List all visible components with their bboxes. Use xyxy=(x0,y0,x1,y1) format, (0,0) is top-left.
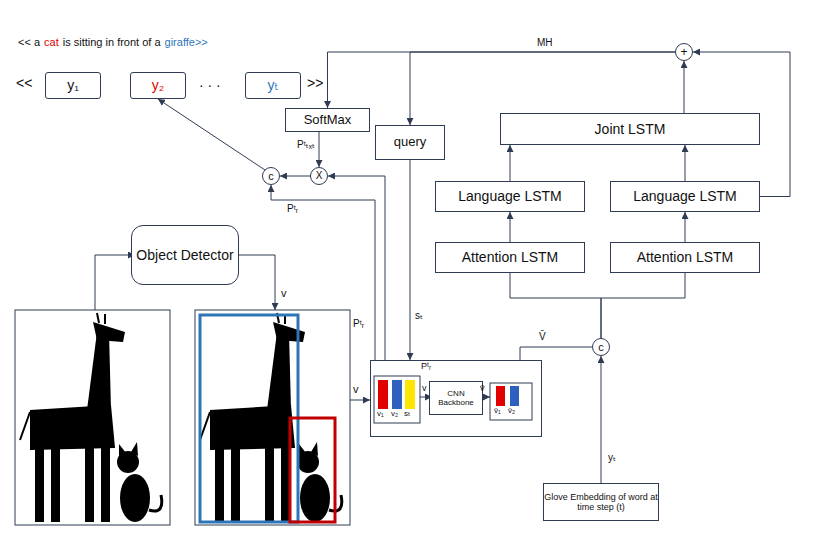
node-text: y₁ xyxy=(67,77,79,93)
feature-panel: PᵗᵣCNN Backbone xyxy=(370,360,542,437)
process-box: Glove Embedding of word at time step (t) xyxy=(543,483,659,521)
image-to-detector xyxy=(95,255,135,310)
node-text: Language LSTM xyxy=(633,188,737,204)
connector xyxy=(520,347,592,360)
caption-text: giraffe>> xyxy=(165,36,208,48)
connector xyxy=(319,132,320,167)
node-text: X xyxy=(316,171,323,181)
process-box: Joint LSTM xyxy=(500,113,760,145)
signal-label: v xyxy=(422,384,427,394)
operator-circle: + xyxy=(675,43,693,61)
feature-arrow xyxy=(420,397,432,398)
connector xyxy=(685,212,686,242)
connector xyxy=(410,160,411,360)
edge-label: sₜ xyxy=(414,310,424,321)
process-box: Language LSTM xyxy=(435,181,585,212)
connector xyxy=(280,176,310,177)
connector xyxy=(510,273,601,338)
giraffe-bbox xyxy=(200,315,298,522)
operator-circle: c xyxy=(262,167,280,185)
process-box: CNN Backbone xyxy=(429,381,483,415)
process-box: y₂ xyxy=(130,72,186,99)
edge-label: MH xyxy=(536,37,554,48)
feature-arrow xyxy=(478,397,490,398)
caption-row: << a cat is sitting in front of a giraffe>> xyxy=(18,36,208,48)
feature-bar xyxy=(378,380,388,409)
node-text: CNN Backbone xyxy=(430,389,482,407)
signal-label: v xyxy=(353,383,359,395)
panel-heading: Pᵗᵣ xyxy=(421,361,431,371)
node-text: y₂ xyxy=(152,77,164,93)
signal-label: << xyxy=(16,76,32,91)
node-text: Glove Embedding of word at time step (t) xyxy=(544,492,658,513)
signal-label: · · · xyxy=(199,78,221,93)
connector xyxy=(510,145,511,181)
connector xyxy=(410,52,675,125)
signal-label: v₁ xyxy=(377,410,384,419)
node-text: + xyxy=(680,46,687,58)
signal-label: >> xyxy=(307,76,323,91)
feature-stack xyxy=(374,376,420,423)
operator-circle: c xyxy=(592,338,610,356)
process-box: yₜ xyxy=(245,72,301,99)
connector xyxy=(271,185,375,360)
feature-bar xyxy=(405,380,415,409)
node-text: yₜ xyxy=(267,77,278,93)
input-image xyxy=(15,310,170,525)
feature-bar xyxy=(510,386,519,406)
process-box: query xyxy=(375,125,445,160)
connector xyxy=(510,212,511,242)
node-text: query xyxy=(394,135,427,150)
edge-label: Pᵗᵣ xyxy=(352,318,365,329)
edge-label: V̄ xyxy=(538,331,547,342)
connector xyxy=(158,99,265,170)
regions-to-panel xyxy=(350,400,370,401)
node-text: Language LSTM xyxy=(458,188,562,204)
connector xyxy=(601,273,685,338)
node-text: Object Detector xyxy=(136,247,233,263)
connector xyxy=(685,145,686,181)
node-text: c xyxy=(268,171,274,182)
connector xyxy=(601,356,602,483)
edge-label: yₜ xyxy=(607,452,617,463)
connector xyxy=(328,176,385,360)
process-box: Language LSTM xyxy=(610,181,760,212)
caption-text: is sitting in front of a xyxy=(63,36,161,48)
output-stack xyxy=(490,383,532,420)
operator-circle: X xyxy=(310,167,328,185)
signal-label: v xyxy=(281,287,287,299)
process-box: Attention LSTM xyxy=(435,242,585,273)
node-text: c xyxy=(598,342,604,353)
feature-bar xyxy=(496,386,505,406)
caption-text: << a xyxy=(18,36,40,48)
process-box: Attention LSTM xyxy=(610,242,760,273)
edge-label: Pᵗᵣ xyxy=(286,203,299,214)
detected-image xyxy=(195,310,350,525)
node-text: SoftMax xyxy=(304,113,352,128)
feature-bar xyxy=(392,380,402,409)
process-box: Object Detector xyxy=(131,225,239,285)
signal-label: sₜ xyxy=(404,410,410,419)
cat-bbox xyxy=(290,418,335,522)
node-text: Attention LSTM xyxy=(637,249,734,265)
detector-output xyxy=(235,255,275,310)
signal-label: v̄₁ xyxy=(494,407,501,416)
connector xyxy=(684,61,685,113)
process-box: y₁ xyxy=(45,72,101,99)
connector xyxy=(328,52,676,108)
signal-label: v₂ xyxy=(391,410,398,419)
edge-label: Pᵗₜₓₜ xyxy=(296,139,316,150)
signal-label: v̄₂ xyxy=(508,407,515,416)
signal-label: v̄ xyxy=(480,384,485,394)
caption-text: cat xyxy=(44,36,59,48)
node-text: Joint LSTM xyxy=(595,121,666,137)
connector xyxy=(693,52,790,197)
process-box: SoftMax xyxy=(285,108,370,132)
node-text: Attention LSTM xyxy=(462,249,559,265)
